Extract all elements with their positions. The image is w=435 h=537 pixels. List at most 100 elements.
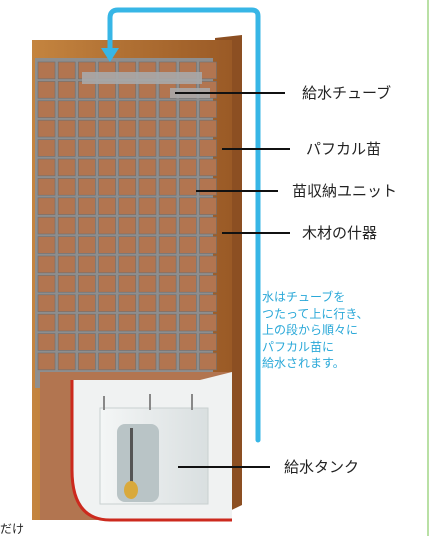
seedling-cell — [138, 352, 157, 371]
seedling-cell — [37, 61, 56, 80]
seedling-cell — [78, 333, 96, 351]
leader-water-tube — [175, 92, 285, 94]
seedling-cell — [118, 119, 137, 138]
seedling-cell — [98, 313, 116, 332]
seedling-cell — [57, 255, 76, 274]
seedling-cell — [118, 255, 137, 274]
seedling-cell — [118, 197, 137, 215]
seedling-cell — [158, 352, 177, 371]
seedling-cell — [138, 158, 157, 177]
tank-red-outline — [70, 380, 232, 522]
seedling-cell — [78, 294, 96, 312]
seedling-cell — [179, 313, 197, 332]
seedling-cell — [57, 178, 76, 196]
seedling-cell — [98, 100, 116, 118]
seedling-cell — [158, 294, 177, 312]
seedling-cell — [199, 313, 217, 332]
seedling-cell — [78, 275, 96, 293]
seedling-grid — [37, 61, 217, 371]
seedling-cell — [98, 333, 116, 351]
seedling-cell — [118, 294, 137, 312]
seedling-cell — [199, 139, 217, 157]
seedling-cell — [118, 333, 137, 351]
seedling-cell — [179, 294, 197, 312]
seedling-cell — [37, 333, 56, 351]
seedling-cell — [98, 294, 116, 312]
top-pipe — [82, 72, 202, 84]
seedling-cell — [78, 158, 96, 177]
seedling-cell — [158, 236, 177, 254]
seedling-cell — [78, 313, 96, 332]
seedling-cell — [57, 313, 76, 332]
seedling-cell — [138, 216, 157, 235]
seedling-cell — [37, 216, 56, 235]
seedling-cell — [199, 236, 217, 254]
seedling-cell — [179, 255, 197, 274]
seedling-cell — [118, 352, 137, 371]
float-rod — [130, 428, 133, 482]
seedling-cell — [158, 197, 177, 215]
seedling-cell — [199, 333, 217, 351]
seedling-cell — [98, 236, 116, 254]
seedling-cell — [199, 294, 217, 312]
seedling-cell — [37, 81, 56, 99]
seedling-cell — [37, 313, 56, 332]
seedling-cell — [179, 158, 197, 177]
seedling-cell — [37, 100, 56, 118]
seedling-cell — [138, 294, 157, 312]
seedling-cell — [199, 178, 217, 196]
leader-seedling-unit — [196, 190, 278, 192]
seedling-cell — [37, 139, 56, 157]
seedling-cell — [57, 275, 76, 293]
seedling-cell — [138, 139, 157, 157]
seedling-cell — [98, 178, 116, 196]
cut-off-caption: だけ — [0, 522, 25, 536]
seedling-cell — [98, 255, 116, 274]
label-wooden-fixture: 木材の什器 — [302, 224, 378, 242]
tank-window — [117, 424, 159, 502]
seedling-cell — [37, 158, 56, 177]
seedling-cell — [138, 275, 157, 293]
seedling-cell — [158, 100, 177, 118]
seedling-cell — [78, 197, 96, 215]
seedling-cell — [118, 139, 137, 157]
seedling-cell — [78, 119, 96, 138]
seedling-cell — [118, 100, 137, 118]
seedling-cell — [37, 275, 56, 293]
seedling-cell — [118, 313, 137, 332]
seedling-cell — [138, 313, 157, 332]
seedling-cell — [199, 197, 217, 215]
leader-wooden-fixture — [222, 232, 290, 234]
seedling-cell — [138, 333, 157, 351]
seedling-cell — [57, 158, 76, 177]
seedling-cell — [37, 178, 56, 196]
seedling-cell — [118, 216, 137, 235]
seedling-cell — [179, 197, 197, 215]
seedling-cell — [138, 236, 157, 254]
seedling-cell — [158, 139, 177, 157]
side-rule — [427, 0, 429, 536]
seedling-cell — [78, 178, 96, 196]
tank-pins — [103, 394, 193, 410]
seedling-cell — [57, 333, 76, 351]
seedling-cell — [37, 294, 56, 312]
seedling-cell — [158, 119, 177, 138]
seedling-cell — [78, 139, 96, 157]
seedling-cell — [158, 178, 177, 196]
seedling-cell — [98, 197, 116, 215]
label-pafukaru-seedling: パフカル苗 — [306, 140, 382, 158]
seedling-cell — [57, 139, 76, 157]
seedling-cell — [118, 178, 137, 196]
seedling-cell — [78, 236, 96, 254]
seedling-cell — [179, 352, 197, 371]
seedling-cell — [57, 119, 76, 138]
seedling-cell — [158, 216, 177, 235]
seedling-cell — [78, 352, 96, 371]
seedling-cell — [199, 100, 217, 118]
seedling-cell — [57, 100, 76, 118]
seedling-cell — [158, 333, 177, 351]
seedling-cell — [199, 255, 217, 274]
seedling-cell — [199, 158, 217, 177]
seedling-cell — [158, 275, 177, 293]
